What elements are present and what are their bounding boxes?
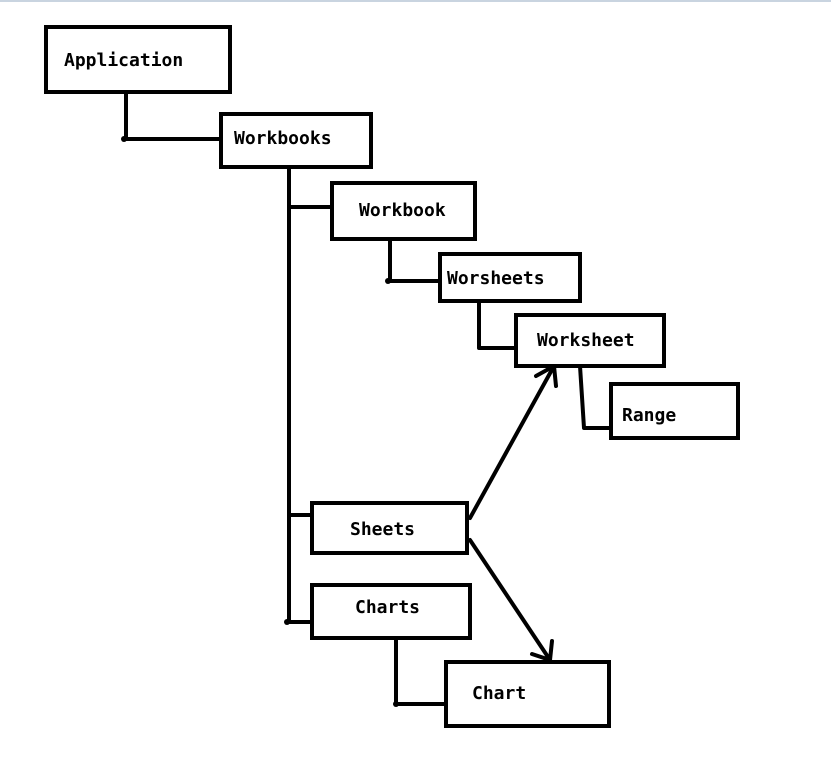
node-label-charts: Charts: [355, 597, 420, 618]
connector-dot-workbook: [385, 278, 391, 284]
node-box-workbooks: [219, 112, 373, 169]
node-box-workbook: [330, 181, 477, 241]
node-chart: Chart: [444, 660, 611, 728]
node-worsheets: Worsheets: [438, 252, 582, 303]
connector-workbook-worsheets: [388, 237, 442, 283]
node-box-charts: [310, 583, 472, 640]
node-box-sheets: [310, 501, 469, 555]
node-label-worsheets: Worsheets: [447, 268, 545, 289]
node-box-application: [44, 25, 232, 94]
relationship-arrows: [468, 364, 558, 662]
node-charts: Charts: [310, 583, 472, 640]
connector-worsheets-worksheet: [477, 299, 520, 350]
node-label-workbooks: Workbooks: [234, 128, 332, 149]
window-top-border: [0, 0, 831, 2]
connector-dot-application: [121, 136, 127, 142]
node-label-worksheet: Worksheet: [537, 330, 635, 351]
connector-dot-charts-chart: [393, 701, 399, 707]
arrow-sheets-to-worksheet: [468, 364, 556, 520]
connector-application-workbooks: [124, 90, 223, 141]
node-box-chart: [444, 660, 611, 728]
connector-charts-chart: [394, 636, 448, 706]
node-label-range: Range: [622, 405, 676, 426]
node-application: Application: [44, 25, 232, 94]
node-range: Range: [609, 382, 740, 440]
node-sheets: Sheets: [310, 501, 469, 555]
node-box-worsheets: [438, 252, 582, 303]
node-box-worksheet: [514, 313, 666, 368]
node-label-workbook: Workbook: [359, 200, 446, 221]
node-label-application: Application: [64, 50, 183, 71]
node-worksheet: Worksheet: [514, 313, 666, 368]
node-workbooks: Workbooks: [219, 112, 373, 169]
connector-worksheet-range: [578, 364, 614, 430]
connector-dot-charts: [284, 619, 290, 625]
arrow-sheets-to-chart: [468, 538, 552, 662]
node-workbook: Workbook: [330, 181, 477, 241]
node-label-sheets: Sheets: [350, 519, 415, 540]
node-box-range: [609, 382, 740, 440]
node-label-chart: Chart: [472, 683, 526, 704]
